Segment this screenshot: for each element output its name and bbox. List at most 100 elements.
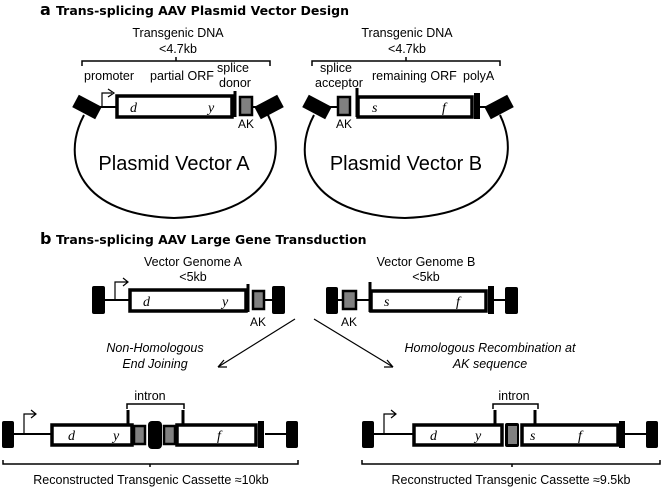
remaining-orf-box bbox=[356, 95, 474, 119]
vector-a-size-label-1: Transgenic DNA bbox=[132, 26, 224, 40]
hr-cassette-brace bbox=[361, 460, 661, 467]
genome-b-polya-mark bbox=[488, 286, 494, 314]
nhej-ak-box-1 bbox=[132, 424, 147, 446]
hr-orf-a-end: y bbox=[473, 429, 482, 444]
nhej-intron-brace bbox=[126, 403, 185, 409]
genome-b-orf-start: s bbox=[384, 295, 390, 310]
nhej-orf-a-box bbox=[50, 423, 134, 447]
itr-left-icon bbox=[72, 94, 102, 120]
itr-right-b-icon bbox=[484, 94, 514, 120]
genome-a-itr-left-icon bbox=[92, 286, 105, 314]
genome-a-promoter-arrow-icon bbox=[114, 277, 129, 300]
vector-genome-a: Vector Genome A <5kb d y AK bbox=[92, 255, 285, 329]
ak-box-a bbox=[238, 95, 254, 117]
hr-label-1: Homologous Recombination at bbox=[405, 341, 576, 355]
panel-a-letter: a bbox=[40, 0, 51, 19]
genome-b-label-2: <5kb bbox=[412, 270, 440, 284]
vector-b-size-brace bbox=[311, 57, 501, 66]
orf-a-end-letter: y bbox=[206, 101, 215, 116]
reconstructed-cassette-hr: intron d y s f Reconstructed Transgenic … bbox=[361, 389, 661, 487]
nhej-caption: Reconstructed Transgenic Cassette ≈10kb bbox=[33, 473, 269, 487]
nhej-itr-left-icon bbox=[2, 421, 14, 448]
hr-orf-b-box bbox=[520, 423, 620, 447]
hr-arrow-icon bbox=[313, 318, 394, 368]
hr-intron-brace bbox=[492, 403, 539, 409]
genome-a-itr-right-icon bbox=[272, 286, 285, 314]
genome-b-itr-left-icon bbox=[326, 287, 338, 314]
nhej-promoter-arrow-icon bbox=[23, 409, 37, 434]
nhej-cassette-brace bbox=[2, 460, 299, 467]
hr-ak-box bbox=[508, 426, 517, 444]
genome-b-ak-box bbox=[341, 289, 358, 311]
hr-orf-b-end: f bbox=[578, 429, 584, 444]
nhej-intron-label: intron bbox=[134, 389, 165, 403]
ak-box-b bbox=[336, 95, 352, 117]
genome-a-ak-box bbox=[251, 289, 266, 311]
vector-b-size-label-2: <4.7kb bbox=[388, 42, 426, 56]
nhej-label-2: End Joining bbox=[122, 357, 187, 371]
nhej-orf-b-end: f bbox=[217, 429, 223, 444]
hr-intron-label: intron bbox=[498, 389, 529, 403]
promoter-label: promoter bbox=[84, 69, 134, 83]
genome-b-orf-box bbox=[369, 289, 488, 313]
hr-caption: Reconstructed Transgenic Cassette ≈9.5kb bbox=[392, 473, 631, 487]
nhej-label-1: Non-Homologous bbox=[106, 341, 203, 355]
genome-a-orf-end: y bbox=[220, 295, 229, 310]
genome-b-itr-right-icon bbox=[505, 287, 518, 314]
vector-a-size-label-2: <4.7kb bbox=[159, 42, 197, 56]
pathway-arrows bbox=[217, 318, 394, 368]
reconstructed-cassette-nhej: intron d y f Reconstructed Transgenic Ca… bbox=[2, 389, 299, 487]
partial-orf-box bbox=[115, 94, 234, 119]
genome-a-label-1: Vector Genome A bbox=[144, 255, 243, 269]
nhej-itr-right-icon bbox=[286, 421, 298, 448]
hr-polya-mark bbox=[619, 421, 625, 448]
plasmid-b-label: Plasmid Vector B bbox=[330, 153, 482, 175]
genome-a-orf-box bbox=[128, 288, 248, 313]
remaining-orf-label: remaining ORF bbox=[372, 69, 457, 83]
ak-label-b: AK bbox=[336, 117, 352, 131]
nhej-ak-box-2 bbox=[162, 424, 177, 446]
plasmid-vector-b: Transgenic DNA <4.7kb splice acceptor re… bbox=[302, 26, 514, 220]
hr-itr-right-icon bbox=[646, 421, 658, 448]
plasmid-vector-a: Transgenic DNA <4.7kb promoter partial O… bbox=[72, 26, 284, 220]
splice-donor-label-1: splice bbox=[217, 61, 249, 75]
genome-a-orf-start: d bbox=[143, 295, 151, 310]
panel-b-letter: b bbox=[40, 229, 51, 248]
orf-a-start-letter: d bbox=[130, 101, 138, 116]
splice-acceptor-label-1: splice bbox=[320, 61, 352, 75]
splice-donor-label-2: donor bbox=[219, 76, 251, 90]
nhej-itr-junction bbox=[148, 421, 162, 449]
hr-arrowhead bbox=[384, 359, 394, 368]
panel-b-title: Trans-splicing AAV Large Gene Transducti… bbox=[56, 232, 367, 247]
hr-orf-a-box bbox=[412, 423, 504, 447]
hr-label-2: AK sequence bbox=[452, 357, 527, 371]
plasmid-a-backbone bbox=[73, 114, 277, 220]
nhej-orf-a-start: d bbox=[68, 429, 76, 444]
itr-right-icon bbox=[254, 94, 284, 120]
genome-a-ak-label: AK bbox=[250, 315, 266, 329]
nhej-orf-a-end: y bbox=[111, 429, 120, 444]
plasmid-b-backbone bbox=[303, 114, 509, 220]
ak-label-a: AK bbox=[238, 117, 254, 131]
vector-b-size-label-1: Transgenic DNA bbox=[361, 26, 453, 40]
splice-acceptor-label-2: acceptor bbox=[315, 76, 363, 90]
hr-orf-b-start: s bbox=[530, 429, 536, 444]
itr-left-b-icon bbox=[302, 94, 332, 120]
nhej-polya-mark bbox=[258, 421, 264, 448]
nhej-orf-b-box bbox=[175, 423, 258, 447]
genome-b-orf-end: f bbox=[456, 295, 462, 310]
partial-orf-label: partial ORF bbox=[150, 69, 214, 83]
nhej-arrowhead bbox=[217, 359, 227, 368]
orf-b-start-letter: s bbox=[372, 101, 378, 116]
nhej-arrow-icon bbox=[217, 318, 296, 368]
genome-b-label-1: Vector Genome B bbox=[377, 255, 476, 269]
hr-promoter-arrow-icon bbox=[383, 409, 397, 434]
vector-a-size-brace bbox=[81, 57, 271, 66]
genome-b-ak-label: AK bbox=[341, 315, 357, 329]
vector-genome-b: Vector Genome B <5kb AK s f bbox=[326, 255, 518, 329]
plasmid-a-label: Plasmid Vector A bbox=[98, 153, 250, 175]
hr-itr-left-icon bbox=[362, 421, 374, 448]
genome-a-label-2: <5kb bbox=[179, 270, 207, 284]
promoter-arrow-icon bbox=[101, 88, 116, 107]
